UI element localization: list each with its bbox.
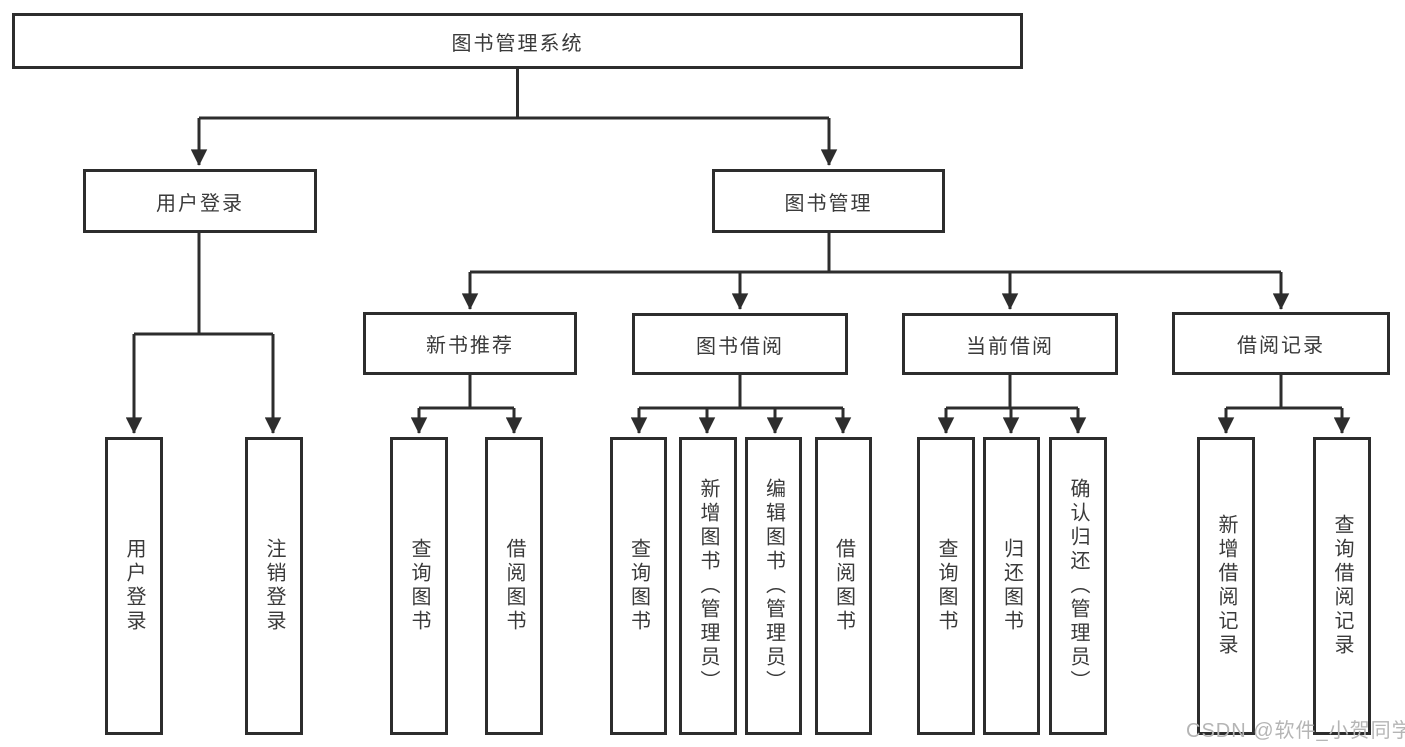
box-current-borrowing: 当前借阅 (902, 313, 1118, 375)
box-return-books: 归还图书 (983, 437, 1040, 735)
box-borrow-books-recommend: 借阅图书 (485, 437, 543, 735)
box-query-books-current: 查询图书 (917, 437, 975, 735)
box-confirm-return-admin: 确认归还（管理员） (1049, 437, 1107, 735)
connector-arrows (125, 118, 1351, 434)
box-logout: 注销登录 (245, 437, 303, 735)
box-add-borrow-record: 新增借阅记录 (1197, 437, 1255, 735)
box-book-borrowing: 图书借阅 (632, 313, 848, 375)
csdn-watermark: CSDN @软件_小贺同学 (1186, 720, 1405, 742)
box-user-login: 用户登录 (105, 437, 163, 735)
box-new-book-recommendation: 新书推荐 (363, 312, 577, 375)
box-borrowing-records: 借阅记录 (1172, 312, 1390, 375)
connector-tree-segments (134, 69, 1342, 410)
box-query-books-borrow: 查询图书 (610, 437, 667, 735)
box-query-books-recommend: 查询图书 (390, 437, 448, 735)
box-edit-book-admin: 编辑图书（管理员） (745, 437, 802, 735)
box-user-login-module: 用户登录 (83, 169, 317, 233)
box-book-management-module: 图书管理 (712, 169, 945, 233)
box-add-book-admin: 新增图书（管理员） (679, 437, 737, 735)
box-library-management-system: 图书管理系统 (12, 13, 1023, 69)
box-query-borrow-record: 查询借阅记录 (1313, 437, 1371, 735)
box-borrow-books: 借阅图书 (815, 437, 872, 735)
